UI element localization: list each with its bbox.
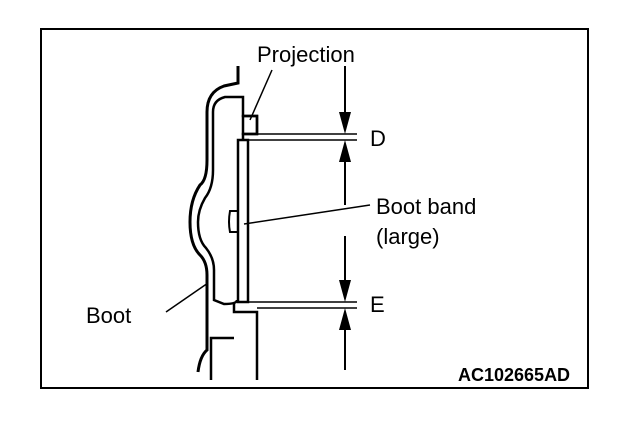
label-boot-band-line2: (large) (376, 224, 440, 249)
label-boot: Boot (86, 303, 131, 328)
arrow-d-down-head (339, 112, 351, 134)
figure-frame (40, 28, 589, 389)
arrow-e-up-head (339, 308, 351, 330)
projection-shape (241, 114, 259, 136)
label-e: E (370, 292, 385, 317)
lower-housing (209, 302, 259, 380)
leader-projection (249, 69, 273, 121)
figure-code: AC102665AD (458, 365, 570, 385)
arrow-e-down-head (339, 280, 351, 302)
label-boot-band-line1: Boot band (376, 194, 476, 219)
arrow-d-up-head (339, 140, 351, 162)
label-projection: Projection (257, 42, 355, 67)
leader-boot (165, 282, 209, 313)
boot-band (236, 138, 250, 304)
leader-boot-band (243, 204, 371, 225)
boot-band-tab (228, 210, 238, 233)
boot-outer-profile (188, 66, 240, 373)
label-d: D (370, 126, 386, 151)
boot-inner-wave (196, 112, 239, 306)
